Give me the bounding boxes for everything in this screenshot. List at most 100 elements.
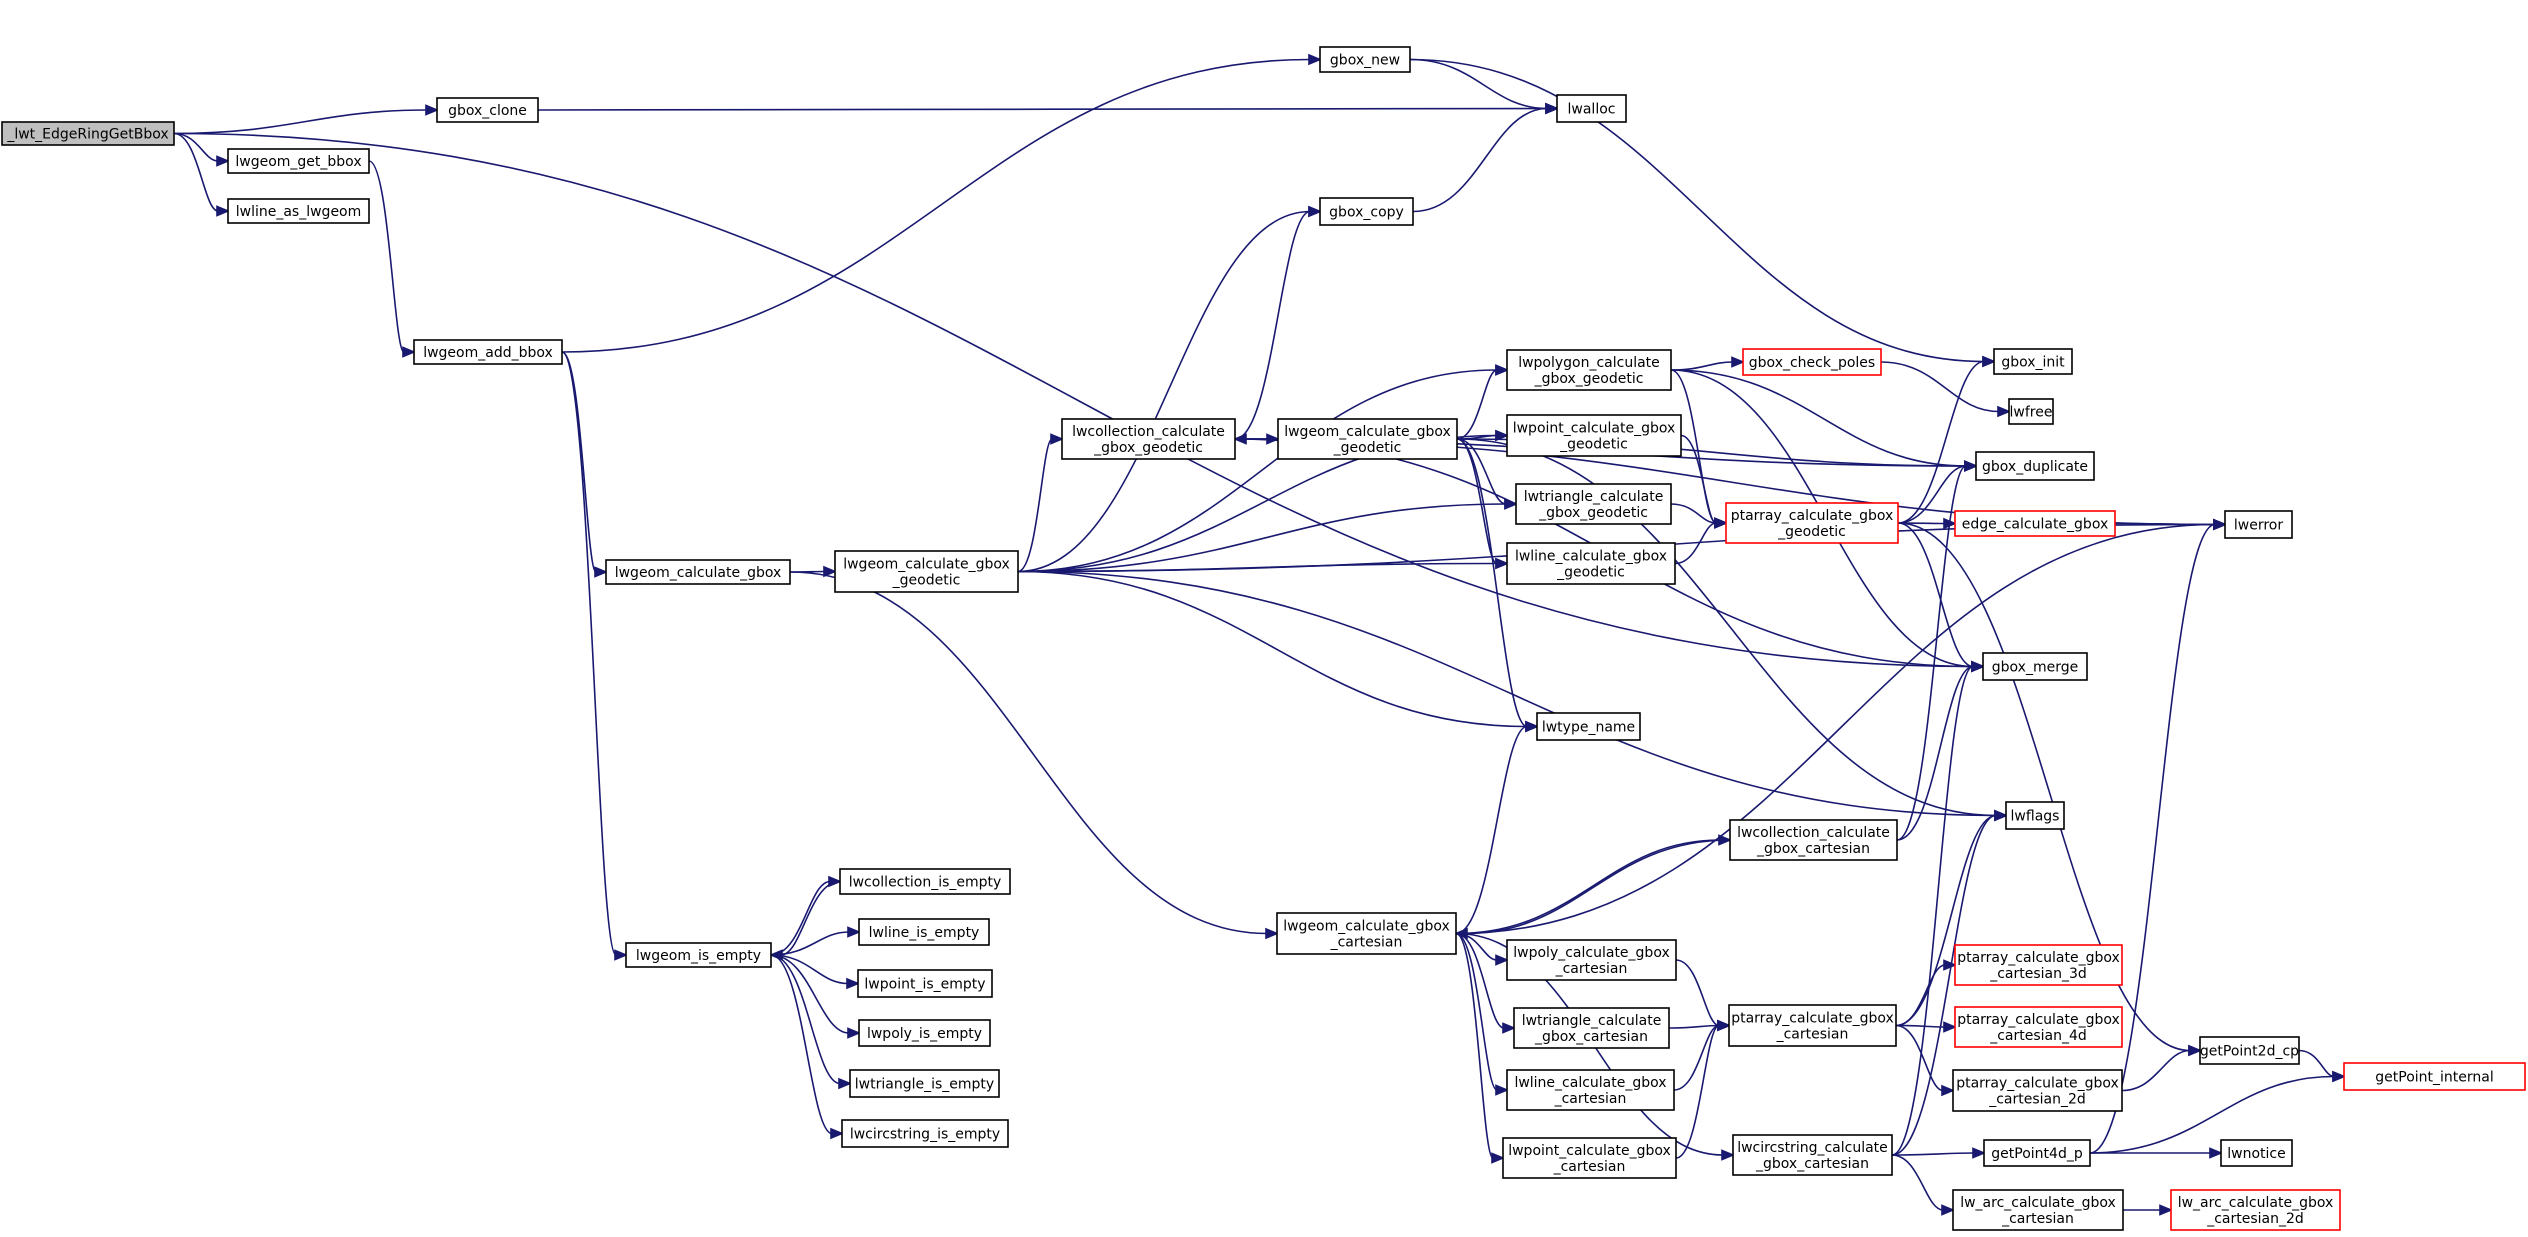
edge-lwcircstring-calculate-gbox-cartesian-to-getpoint4d-p — [1891, 1147, 1987, 1159]
node-lwline-is-empty[interactable]: lwline_is_empty — [858, 918, 990, 946]
node-lwgeom-is-empty[interactable]: lwgeom_is_empty — [625, 942, 772, 968]
node-getpoint4d-p[interactable]: getPoint4d_p — [1983, 1139, 2091, 1167]
node-ptarray-calculate-gbox-cartesian-3d[interactable]: ptarray_calculate_gbox_cartesian_3d — [1954, 944, 2123, 986]
node-box — [2199, 1036, 2300, 1065]
node-lwpoly-is-empty[interactable]: lwpoly_is_empty — [858, 1019, 991, 1047]
node-box — [1061, 418, 1236, 460]
node-gbox-merge[interactable]: gbox_merge — [1982, 652, 2088, 681]
node-lwline-calculate-gbox-cartesian[interactable]: lwline_calculate_gbox_cartesian — [1506, 1069, 1675, 1111]
node-label: lwnotice — [2227, 1146, 2285, 1162]
edge-getpoint4d-p-to-lwerror — [2089, 518, 2228, 1154]
node-ptarray-calculate-gbox-cartesian-4d[interactable]: ptarray_calculate_gbox_cartesian_4d — [1954, 1006, 2123, 1048]
edge-lwgeom-calculate-gbox-geodetic-to-lwcollection-calculate-gbox-geodetic — [1017, 433, 1065, 573]
node-lwgeom-get-bbox[interactable]: lwgeom_get_bbox — [227, 148, 370, 174]
arrow-head-icon — [1731, 356, 1746, 368]
node-gbox-init[interactable]: gbox_init — [1993, 348, 2073, 375]
edge-line — [1891, 814, 1997, 1156]
node-box — [1319, 197, 1414, 226]
node-gbox-clone[interactable]: gbox_clone — [436, 97, 539, 123]
edge-gbox-clone-to-lwalloc — [537, 102, 1560, 115]
edge-line — [561, 58, 1311, 353]
edge-line — [1234, 210, 1311, 440]
node-lwpoint-is-empty[interactable]: lwpoint_is_empty — [857, 969, 993, 998]
node-lwtriangle-calculate-gbox-cartesian[interactable]: lwtriangle_calculate_gbox_cartesian — [1513, 1007, 1670, 1049]
node-ptarray-calculate-gbox-geodetic[interactable]: ptarray_calculate_gbox_geodetic — [1725, 502, 1899, 544]
node-lwalloc[interactable]: lwalloc — [1556, 94, 1627, 123]
arrow-head-icon — [847, 926, 862, 938]
edge-lwt-edgeringgetbbox-to-lwline-as-lwgeom — [173, 132, 231, 217]
node-lw-arc-calculate-gbox-cartesian-2d[interactable]: lw_arc_calculate_gbox_cartesian_2d — [2170, 1189, 2341, 1231]
node-label: getPoint2d_cp — [2200, 1044, 2299, 1060]
node-ptarray-calculate-gbox-cartesian[interactable]: ptarray_calculate_gbox_cartesian — [1728, 1004, 1897, 1047]
node-getpoint-internal[interactable]: getPoint_internal — [2343, 1062, 2526, 1091]
node-getpoint2d-cp[interactable]: getPoint2d_cp — [2199, 1036, 2300, 1065]
node-lwtriangle-is-empty[interactable]: lwtriangle_is_empty — [849, 1069, 1000, 1098]
node-lwgeom-calculate-gbox-geodetic[interactable]: lwgeom_calculate_gbox_geodetic — [1277, 418, 1458, 460]
node-label: _geodetic — [1559, 437, 1628, 453]
node-lwgeom-calculate-gbox-geodetic[interactable]: lwgeom_calculate_gbox_geodetic — [834, 550, 1019, 593]
node-label: lwgeom_calculate_gbox — [615, 565, 782, 581]
node-box — [2343, 1062, 2526, 1091]
node-label: lwline_is_empty — [869, 925, 980, 941]
node-lwcircstring-is-empty[interactable]: lwcircstring_is_empty — [841, 1119, 1009, 1148]
node-label: gbox_check_poles — [1749, 355, 1875, 371]
node-lwtype-name[interactable]: lwtype_name — [1536, 712, 1641, 741]
node-lwcollection-calculate-gbox-geodetic[interactable]: lwcollection_calculate_gbox_geodetic — [1061, 418, 1236, 460]
node-gbox-new[interactable]: gbox_new — [1319, 46, 1411, 73]
node-label: ptarray_calculate_gbox — [1956, 1076, 2119, 1092]
edge-lwgeom-is-empty-to-lwpoly-is-empty — [770, 954, 862, 1039]
node-lwcollection-calculate-gbox-cartesian[interactable]: lwcollection_calculate_gbox_cartesian — [1729, 819, 1898, 861]
node-lwline-calculate-gbox-geodetic[interactable]: lwline_calculate_gbox_geodetic — [1506, 542, 1676, 585]
node-lwfree[interactable]: lwfree — [2008, 398, 2054, 425]
node-lwgeom-calculate-gbox-cartesian[interactable]: lwgeom_calculate_gbox_cartesian — [1276, 912, 1457, 955]
node-label: lwline_as_lwgeom — [236, 204, 362, 220]
node-lwpoly-calculate-gbox-cartesian[interactable]: lwpoly_calculate_gbox_cartesian — [1506, 939, 1677, 981]
node-ptarray-calculate-gbox-cartesian-2d[interactable]: ptarray_calculate_gbox_cartesian_2d — [1952, 1069, 2123, 1112]
edge-lwgeom-calculate-gbox-geodetic-to-gbox-copy — [1017, 205, 1323, 573]
node-lwpolygon-calculate-gbox-geodetic[interactable]: lwpolygon_calculate_gbox_geodetic — [1506, 349, 1672, 391]
node-lwpoint-calculate-gbox-cartesian[interactable]: lwpoint_calculate_gbox_cartesian — [1502, 1137, 1677, 1179]
node-box — [1506, 414, 1682, 457]
arrow-head-icon — [425, 104, 440, 116]
arrow-head-icon — [768, 949, 783, 961]
node-box — [1728, 1004, 1897, 1047]
node-lwtriangle-calculate-gbox-geodetic[interactable]: lwtriangle_calculate_gbox_geodetic — [1515, 483, 1672, 525]
node-box — [1975, 451, 2095, 481]
node-lwline-as-lwgeom[interactable]: lwline_as_lwgeom — [227, 198, 370, 224]
arrow-head-icon — [1525, 720, 1540, 733]
node-edge-calculate-gbox[interactable]: edge_calculate_gbox — [1954, 510, 2116, 537]
node-box — [849, 1069, 1000, 1098]
node-gbox-duplicate[interactable]: gbox_duplicate — [1975, 451, 2095, 481]
node-lwcollection-is-empty[interactable]: lwcollection_is_empty — [839, 868, 1011, 895]
node-lwt-edgeringgetbbox[interactable]: _lwt_EdgeRingGetBbox — [1, 121, 175, 146]
node-label: _gbox_cartesian — [1534, 1029, 1648, 1045]
node-gbox-check-poles[interactable]: gbox_check_poles — [1742, 348, 1882, 376]
node-gbox-copy[interactable]: gbox_copy — [1319, 197, 1414, 226]
arrow-head-icon — [614, 949, 629, 961]
edge-lwgeom-calculate-gbox-cartesian-to-lwline-calculate-gbox-cartesian — [1455, 932, 1510, 1096]
node-lwgeom-calculate-gbox[interactable]: lwgeom_calculate_gbox — [605, 559, 791, 585]
node-lwpoint-calculate-gbox-geodetic[interactable]: lwpoint_calculate_gbox_geodetic — [1506, 414, 1682, 457]
edge-line — [1897, 522, 2191, 1052]
arrow-head-icon — [1941, 1204, 1956, 1216]
node-lwgeom-add-bbox[interactable]: lwgeom_add_bbox — [413, 339, 563, 365]
arrow-head-icon — [847, 1027, 862, 1039]
node-box — [2008, 398, 2054, 425]
node-box — [1502, 1137, 1677, 1179]
node-lwcircstring-calculate-gbox-cartesian[interactable]: lwcircstring_calculate_gbox_cartesian — [1732, 1134, 1893, 1176]
edge-line — [1455, 932, 1494, 1159]
node-lwflags[interactable]: lwflags — [2005, 801, 2065, 830]
arrow-head-icon — [1943, 1021, 1958, 1033]
arrow-head-icon — [402, 346, 417, 358]
node-box — [1725, 502, 1899, 544]
edge-line — [1675, 959, 1720, 1027]
node-lwerror[interactable]: lwerror — [2224, 510, 2293, 539]
node-lwnotice[interactable]: lwnotice — [2220, 1139, 2293, 1167]
edge-line — [537, 107, 1548, 111]
edge-lwgeom-calculate-gbox-geodetic-to-lwpolygon-calculate-gbox-geodetic — [1456, 364, 1510, 440]
node-lw-arc-calculate-gbox-cartesian[interactable]: lw_arc_calculate_gbox_cartesian — [1952, 1189, 2124, 1231]
edge-line — [368, 160, 405, 353]
node-box — [2170, 1189, 2341, 1231]
edge-line — [1895, 964, 1946, 1027]
node-label: lwcircstring_calculate — [1737, 1140, 1888, 1156]
